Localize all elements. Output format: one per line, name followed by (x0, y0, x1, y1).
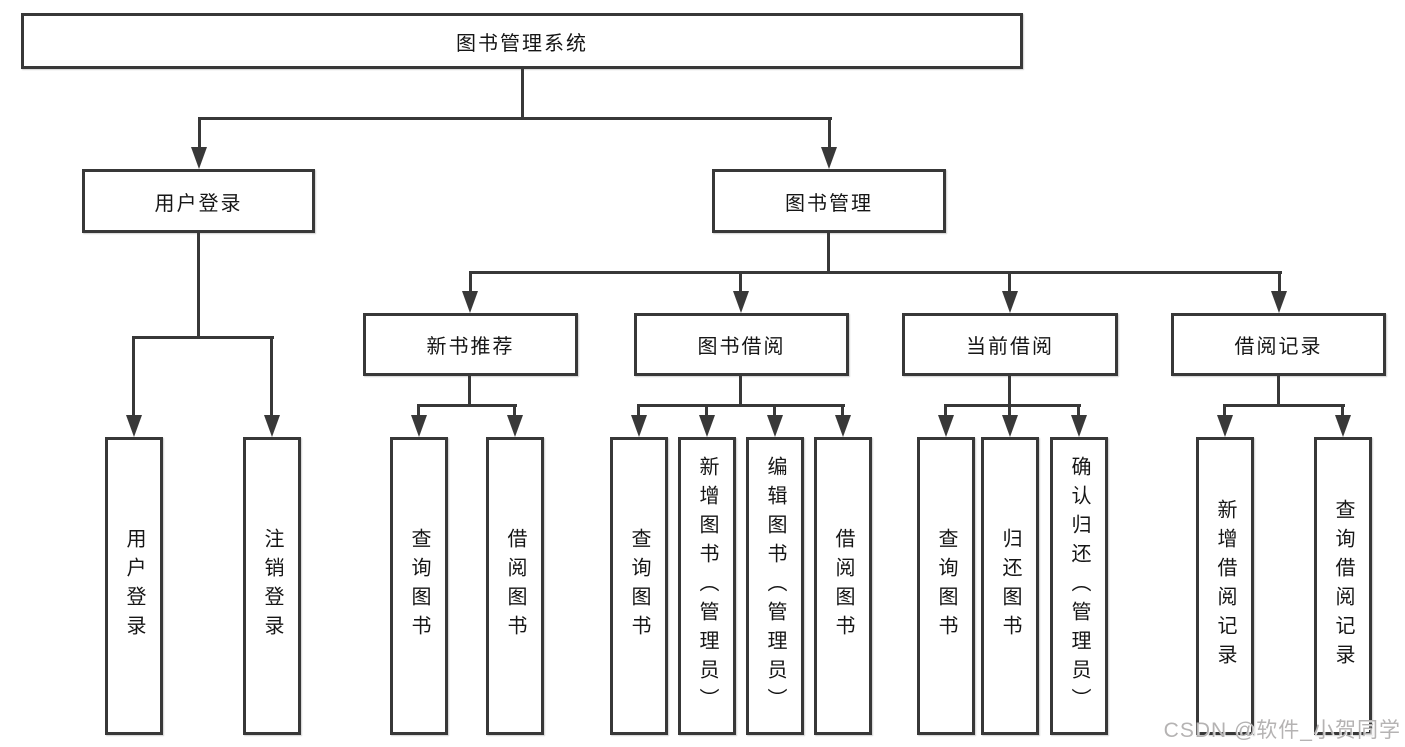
arrow-down-icon (1002, 415, 1018, 437)
connector-vline (197, 233, 200, 336)
connector-vline (739, 271, 742, 294)
connector-vline (521, 69, 524, 117)
node-label: 新书推荐 (426, 336, 515, 358)
node-label: 注销登录 (261, 528, 283, 644)
node-label: 借阅图书 (832, 528, 854, 644)
arrow-down-icon (507, 415, 523, 437)
node-label: 图书管理 (785, 192, 873, 215)
connector-vline (1341, 404, 1344, 418)
connector-vline (513, 404, 516, 418)
arrow-down-icon (411, 415, 427, 437)
connector-hline (198, 117, 832, 120)
leaf-user-login: 用户登录 (105, 437, 163, 735)
connector-vline (1008, 376, 1011, 404)
connector-vline (828, 117, 831, 150)
arrow-down-icon (1335, 415, 1351, 437)
connector-vline (841, 404, 844, 418)
leaf-logout: 注销登录 (243, 437, 301, 735)
arrow-down-icon (699, 415, 715, 437)
node-label: 查询图书 (935, 528, 957, 644)
leaf-borrow-books-recommend: 借阅图书 (486, 437, 544, 735)
node-new-book-recommend: 新书推荐 (363, 313, 578, 376)
leaf-add-books-admin: 新增图书（管理员） (678, 437, 736, 735)
connector-hline (1223, 404, 1345, 407)
watermark: CSDN @软件_小贺同学 (1163, 719, 1401, 742)
node-label: 归还图书 (999, 528, 1021, 644)
connector-vline (270, 336, 273, 418)
connector-vline (1077, 404, 1080, 418)
leaf-confirm-return-admin: 确认归还（管理员） (1050, 437, 1108, 735)
arrow-down-icon (1071, 415, 1087, 437)
node-label: 查询图书 (408, 528, 430, 644)
leaf-return-books: 归还图书 (981, 437, 1039, 735)
arrow-down-icon (938, 415, 954, 437)
arrow-down-icon (462, 291, 478, 313)
connector-vline (198, 117, 201, 150)
node-book-management: 图书管理 (712, 169, 946, 233)
arrow-down-icon (1217, 415, 1233, 437)
arrow-down-icon (821, 147, 837, 169)
arrow-down-icon (191, 147, 207, 169)
node-label: 查询借阅记录 (1332, 499, 1354, 673)
connector-vline (132, 336, 135, 418)
connector-hline (417, 404, 517, 407)
arrow-down-icon (767, 415, 783, 437)
node-label: 借阅记录 (1234, 336, 1323, 358)
connector-vline (469, 271, 472, 294)
arrow-down-icon (733, 291, 749, 313)
node-label: 编辑图书（管理员） (764, 455, 786, 717)
leaf-query-borrow-record: 查询借阅记录 (1314, 437, 1372, 735)
connector-vline (773, 404, 776, 418)
connector-vline (1278, 271, 1281, 294)
connector-vline (417, 404, 420, 418)
arrow-down-icon (1271, 291, 1287, 313)
leaf-query-books-recommend: 查询图书 (390, 437, 448, 735)
connector-vline (1223, 404, 1226, 418)
node-label: 图书借阅 (697, 336, 786, 358)
node-book-borrow: 图书借阅 (634, 313, 849, 376)
node-borrow-records: 借阅记录 (1171, 313, 1386, 376)
connector-vline (1277, 376, 1280, 404)
connector-vline (468, 376, 471, 404)
connector-hline (132, 336, 274, 339)
node-label: 借阅图书 (504, 528, 526, 644)
node-label: 新增图书（管理员） (696, 455, 718, 717)
arrow-down-icon (126, 415, 142, 437)
leaf-query-books-current: 查询图书 (917, 437, 975, 735)
connector-hline (469, 271, 1282, 274)
connector-hline (637, 404, 845, 407)
arrow-down-icon (631, 415, 647, 437)
node-root: 图书管理系统 (21, 13, 1023, 69)
node-label: 当前借阅 (966, 336, 1054, 358)
leaf-borrow-books: 借阅图书 (814, 437, 872, 735)
leaf-edit-books-admin: 编辑图书（管理员） (746, 437, 804, 735)
connector-hline (944, 404, 1081, 407)
connector-vline (637, 404, 640, 418)
node-label: 用户登录 (123, 528, 145, 644)
connector-vline (827, 233, 830, 271)
leaf-add-borrow-record: 新增借阅记录 (1196, 437, 1254, 735)
node-label: 确认归还（管理员） (1068, 455, 1090, 717)
node-label: 图书管理系统 (456, 32, 588, 55)
node-user-login: 用户登录 (82, 169, 315, 233)
node-label: 查询图书 (628, 528, 650, 644)
arrow-down-icon (1002, 291, 1018, 313)
connector-vline (1008, 404, 1011, 418)
node-current-borrow: 当前借阅 (902, 313, 1118, 376)
connector-vline (944, 404, 947, 418)
connector-vline (739, 376, 742, 404)
arrow-down-icon (835, 415, 851, 437)
arrow-down-icon (264, 415, 280, 437)
connector-vline (1008, 271, 1011, 294)
node-label: 用户登录 (154, 192, 243, 215)
node-label: 新增借阅记录 (1214, 499, 1236, 673)
connector-vline (705, 404, 708, 418)
leaf-query-books-borrow: 查询图书 (610, 437, 668, 735)
